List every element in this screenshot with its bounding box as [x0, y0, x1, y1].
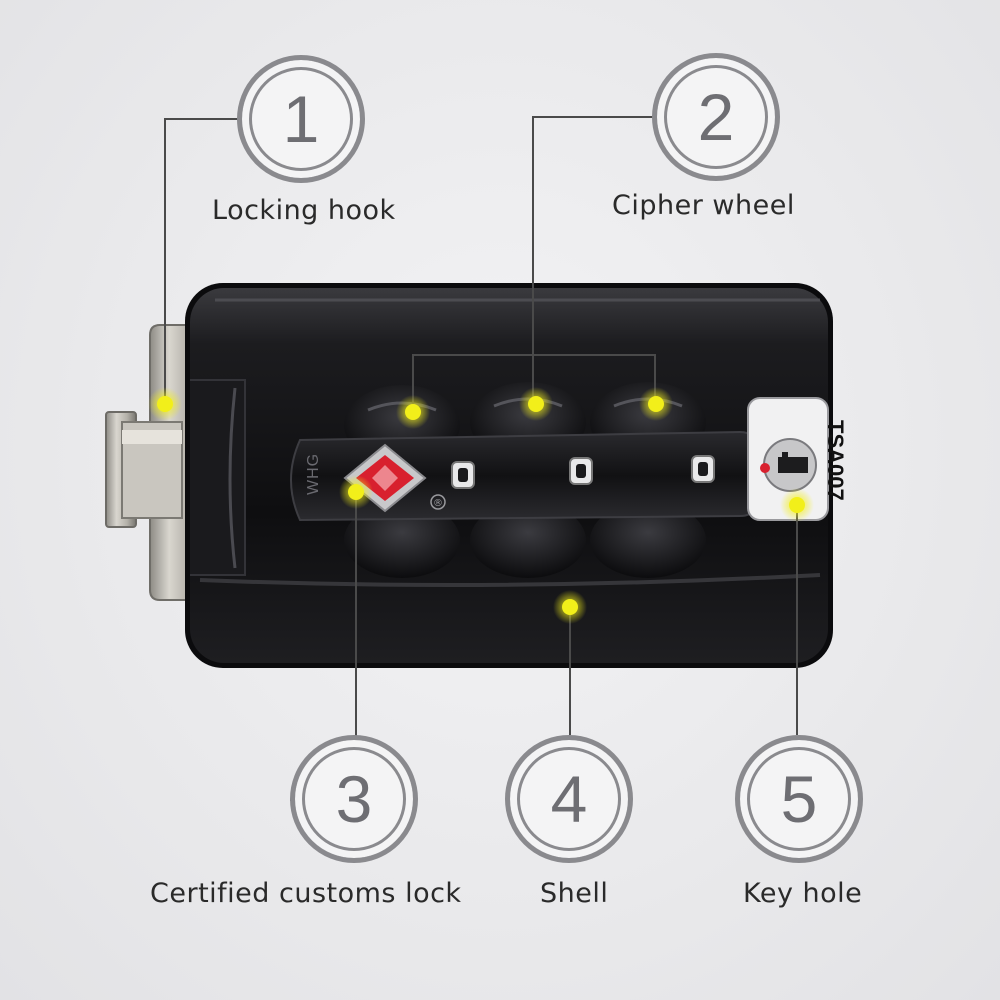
brand-mark: WHG — [305, 453, 322, 495]
tsa-code-label: TSA007 — [823, 420, 848, 501]
callout-3-number: 3 — [335, 762, 373, 836]
callout-2-badge: 2 — [652, 53, 780, 181]
callout-1-label: Locking hook — [212, 195, 396, 226]
callout-3-badge: 3 — [290, 735, 418, 863]
dial-window-bar — [290, 430, 757, 522]
key-hole-part — [747, 397, 829, 521]
registered-mark: ® — [433, 498, 443, 509]
callout-3-label: Certified customs lock — [150, 878, 462, 909]
callout-5-badge: 5 — [735, 735, 863, 863]
markers — [148, 387, 814, 624]
callout-5-number: 5 — [780, 762, 818, 836]
callout-1-badge: 1 — [237, 55, 365, 183]
callout-4-badge: 4 — [505, 735, 633, 863]
callout-4-number: 4 — [550, 762, 588, 836]
callout-1-number: 1 — [282, 82, 320, 156]
callout-2-number: 2 — [697, 80, 735, 154]
callout-2-label: Cipher wheel — [612, 190, 795, 221]
callout-4-label: Shell — [540, 878, 609, 909]
callout-5-label: Key hole — [743, 878, 863, 909]
